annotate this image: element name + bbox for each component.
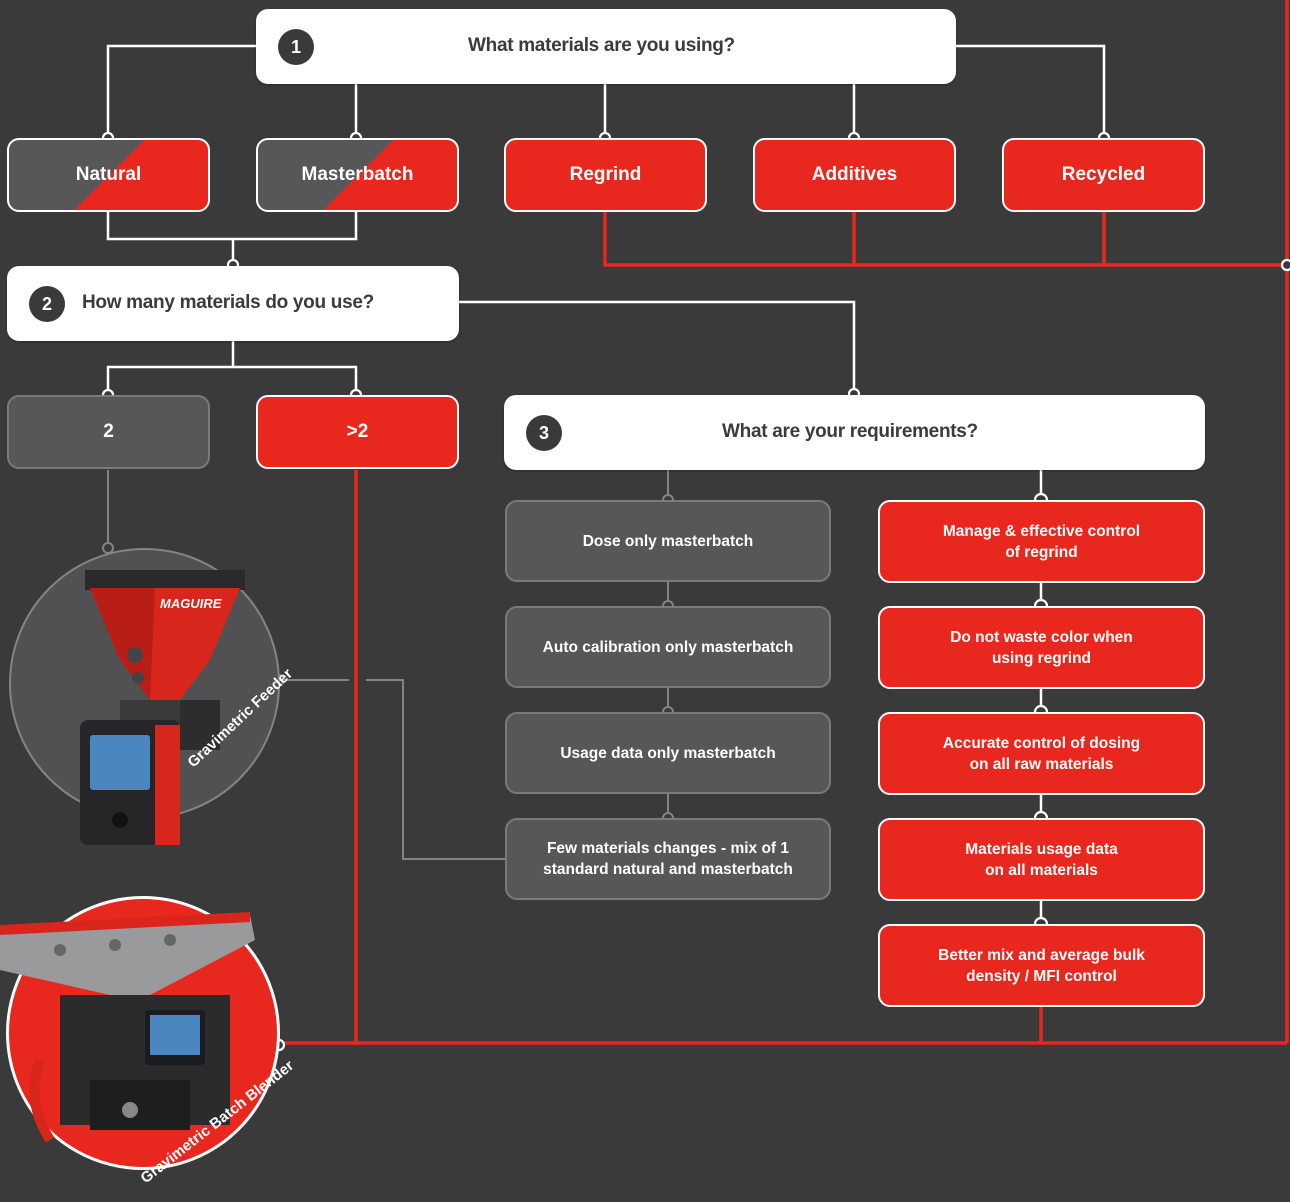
question-3-text: What are your requirements?: [722, 421, 978, 442]
count-more-than-two[interactable]: >2: [256, 395, 459, 469]
count-label: 2: [103, 421, 114, 442]
material-label: Natural: [75, 164, 142, 185]
question-3-box: 3 What are your requirements?: [504, 395, 1205, 470]
requirement-line: Materials usage data: [965, 840, 1118, 858]
count-label: >2: [346, 421, 369, 442]
count-two[interactable]: 2: [7, 395, 210, 469]
gravimetric-feeder-image: MAGUIRE: [80, 570, 245, 845]
requirement-line: Auto calibration only masterbatch: [542, 638, 794, 656]
requirement-line: Few materials changes - mix of 1: [546, 840, 790, 857]
question-2-box: 2 How many materials do you use?: [7, 266, 459, 341]
requirement-line: using regrind: [991, 649, 1092, 667]
feeder-brand: MAGUIRE: [160, 596, 222, 611]
material-regrind[interactable]: Regrind: [504, 138, 707, 212]
material-label: Recycled: [1061, 164, 1146, 185]
requirement-line: Do not waste color when: [950, 628, 1133, 646]
requirement-line: density / MFI control: [966, 967, 1117, 985]
material-additives[interactable]: Additives: [753, 138, 956, 212]
requirement-line: standard natural and masterbatch: [543, 861, 793, 878]
question-1-text: What materials are you using?: [468, 35, 735, 56]
requirement-line: on all raw materials: [969, 755, 1114, 773]
step-number-3: 3: [526, 415, 562, 451]
requirement-accurate-dosing[interactable]: Accurate control of dosing on all raw mat…: [878, 712, 1205, 795]
requirement-do-not-waste-color[interactable]: Do not waste color when using regrind: [878, 606, 1205, 689]
requirement-few-material-changes[interactable]: Few materials changes - mix of 1 standard…: [505, 818, 831, 900]
material-masterbatch[interactable]: Masterbatch: [256, 138, 459, 212]
material-natural[interactable]: Natural: [7, 138, 210, 212]
step-number-1: 1: [278, 29, 314, 65]
requirement-line: Usage data only masterbatch: [560, 744, 776, 762]
question-2-text: How many materials do you use?: [82, 292, 374, 313]
requirement-line: Better mix and average bulk: [938, 946, 1145, 964]
requirement-line: Dose only masterbatch: [582, 532, 754, 550]
step-number-2: 2: [29, 286, 65, 322]
requirement-manage-regrind[interactable]: Manage & effective control of regrind: [878, 500, 1205, 583]
requirement-better-mix[interactable]: Better mix and average bulk density / MFI…: [878, 924, 1205, 1007]
requirement-materials-usage-data[interactable]: Materials usage data on all materials: [878, 818, 1205, 901]
gravimetric-blender-image: [0, 912, 255, 1143]
requirement-line: on all materials: [985, 861, 1098, 879]
requirement-dose-only-masterbatch[interactable]: Dose only masterbatch: [505, 500, 831, 582]
material-label: Masterbatch: [301, 164, 414, 185]
requirement-line: Accurate control of dosing: [942, 734, 1141, 752]
material-recycled[interactable]: Recycled: [1002, 138, 1205, 212]
requirement-line: Manage & effective control: [942, 522, 1141, 540]
question-1-box: 1 What materials are you using?: [256, 9, 956, 84]
requirement-line: of regrind: [1005, 543, 1078, 561]
requirement-auto-calibration[interactable]: Auto calibration only masterbatch: [505, 606, 831, 688]
requirement-usage-data-masterbatch[interactable]: Usage data only masterbatch: [505, 712, 831, 794]
material-label: Additives: [811, 164, 898, 185]
material-label: Regrind: [569, 164, 642, 185]
